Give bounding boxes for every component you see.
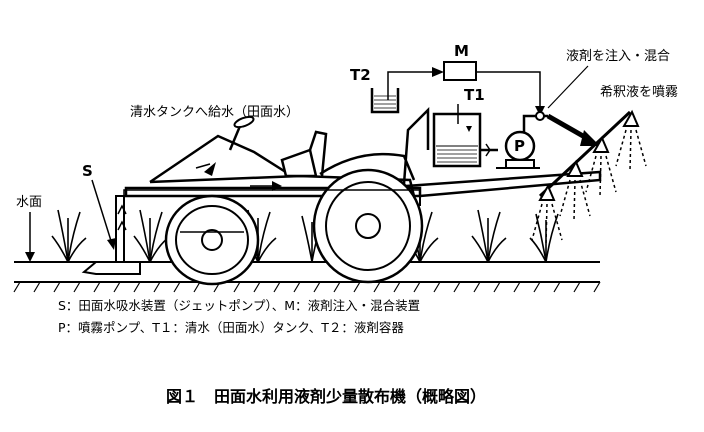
m-label: M (454, 42, 469, 60)
t2-label: T2 (350, 66, 371, 84)
nozzle (592, 135, 610, 153)
mixing-device: M (387, 42, 545, 116)
spray-diluted-label: 希釈液を噴霧 (600, 85, 678, 100)
clean-water-supply-label: 清水タンクへ給水（田面水） (130, 105, 299, 120)
rear-wheel (312, 168, 424, 284)
inject-mix-label: 液剤を注入・混合 (566, 48, 670, 64)
mixing-point (535, 111, 545, 121)
legend-line-2: P：噴霧ポンプ、T１：清水（田面水）タンク、T２：液剤容器 (58, 320, 404, 335)
p-label: P (514, 137, 525, 155)
rice-plant (133, 209, 169, 263)
figure-caption: 図１ 田面水利用液剤少量散布機（概略図） (166, 387, 486, 406)
spray-pump: P (496, 130, 540, 169)
s-label: S (82, 162, 93, 180)
suction-device: S (81, 162, 141, 275)
intake-hose (123, 189, 420, 198)
rice-plants (51, 209, 559, 263)
spray-boom (531, 109, 647, 245)
rice-plant (51, 209, 87, 263)
spray-mist (531, 129, 647, 245)
legend-line-1: S：田面水吸水装置（ジェットポンプ）、M：液剤注入・混合装置 (58, 298, 420, 313)
rice-plant (471, 209, 507, 263)
tank-t1: T1 (432, 86, 485, 168)
water-surface-label: 水面 (16, 195, 42, 210)
supply-pipe (402, 106, 430, 185)
t1-label: T1 (464, 86, 485, 104)
flow-arrow (580, 130, 600, 146)
nozzle (566, 159, 584, 177)
nozzle (622, 109, 640, 127)
water-surface-marker: 水面 (16, 195, 42, 262)
rice-plant (529, 213, 559, 263)
tank-t2: T2 (350, 66, 400, 114)
nozzle (538, 183, 556, 201)
ground (13, 261, 601, 293)
front-wheel (164, 194, 260, 286)
